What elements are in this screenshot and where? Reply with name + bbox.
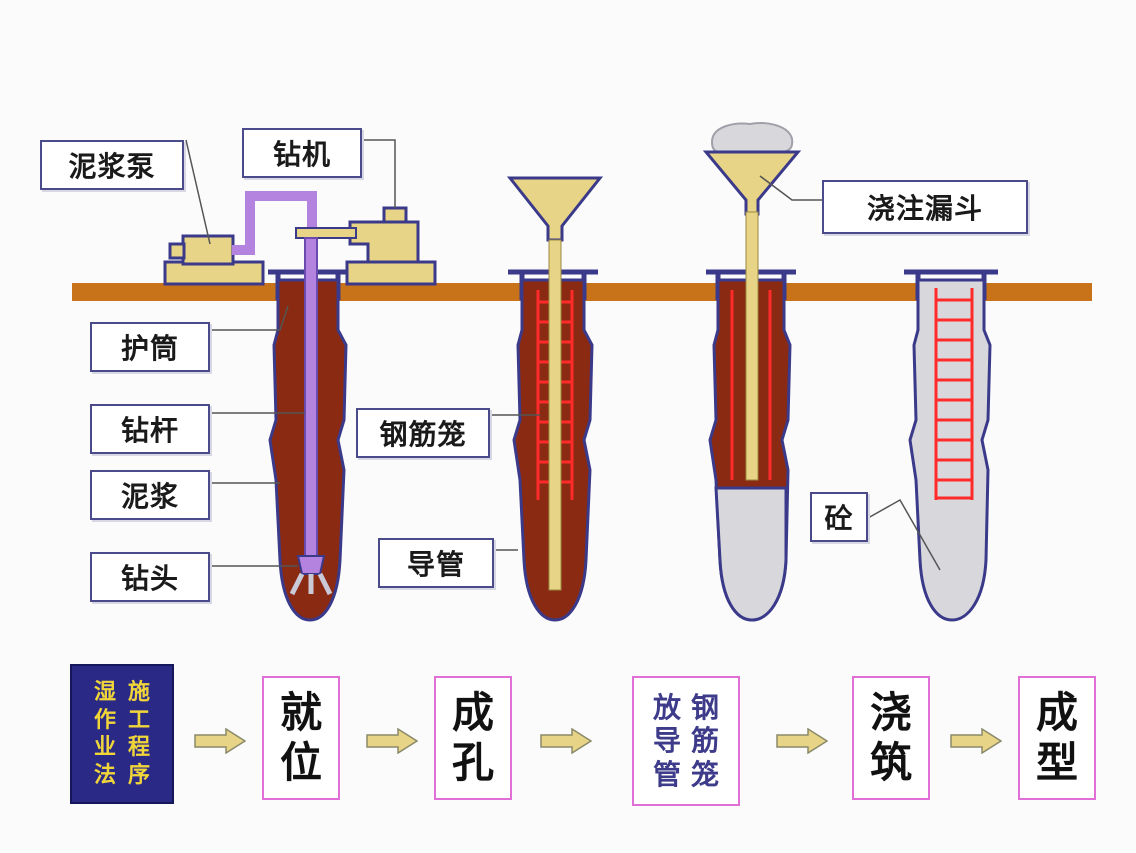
flow-step-char: 型 bbox=[1035, 738, 1078, 787]
label-mud: 泥浆 bbox=[90, 470, 210, 520]
flow-title: 湿 作 业 法 施 工 程 序 bbox=[70, 664, 174, 804]
label-casing: 护筒 bbox=[90, 322, 210, 372]
flow-title-char: 业 bbox=[93, 734, 116, 760]
flow-step-drill-hole: 成 孔 bbox=[434, 676, 512, 800]
right-arrow-icon bbox=[776, 728, 828, 754]
drill-rod bbox=[304, 237, 318, 559]
mud-pump-nozzle bbox=[168, 242, 186, 260]
funnel-3 bbox=[702, 150, 802, 216]
flow-title-char: 湿 bbox=[93, 679, 116, 705]
flow-title-char: 施 bbox=[128, 679, 151, 705]
flow-step-pour: 浇 筑 bbox=[852, 676, 930, 800]
flow-step-col-right: 钢 筋 笼 bbox=[691, 691, 719, 790]
right-arrow-icon bbox=[366, 728, 418, 754]
leader-lines bbox=[185, 139, 941, 571]
label-concrete: 砼 bbox=[810, 492, 868, 542]
flow-step-position: 就 位 bbox=[262, 676, 340, 800]
pile-4 bbox=[908, 278, 992, 622]
flow-step-char: 孔 bbox=[451, 738, 494, 787]
concrete-fill-3 bbox=[714, 486, 788, 622]
flow-title-char: 程 bbox=[128, 734, 151, 760]
right-arrow-icon bbox=[540, 728, 592, 754]
drill-bit bbox=[296, 555, 326, 575]
right-arrow-icon bbox=[950, 728, 1002, 754]
rebar-cage-3 bbox=[730, 290, 772, 480]
flow-title-char: 序 bbox=[128, 761, 151, 788]
label-drill-rig: 钻机 bbox=[242, 128, 362, 178]
flow-title-col-left: 湿 作 业 法 bbox=[94, 679, 116, 789]
label-mud-pump: 泥浆泵 bbox=[40, 140, 184, 190]
mud-pipe bbox=[232, 191, 317, 255]
rebar-cage-4 bbox=[934, 288, 974, 500]
label-rebar-cage: 钢筋笼 bbox=[356, 408, 490, 458]
flow-step-place-conduit-rebar: 放 导 管 钢 筋 笼 bbox=[632, 676, 740, 806]
right-arrow-icon bbox=[194, 728, 246, 754]
flow-step-char: 成 bbox=[451, 687, 494, 737]
label-pour-funnel: 浇注漏斗 bbox=[822, 180, 1028, 234]
drill-rig-arm bbox=[295, 227, 357, 239]
concrete-mound bbox=[710, 122, 794, 153]
funnel-2 bbox=[506, 176, 604, 242]
flow-title-char: 作 bbox=[93, 706, 116, 733]
conduit-2 bbox=[548, 239, 562, 591]
drill-rig-body bbox=[348, 220, 420, 264]
flow-step-char: 放 bbox=[652, 691, 681, 725]
label-drill-bit: 钻头 bbox=[90, 552, 210, 602]
label-conduit: 导管 bbox=[378, 538, 494, 588]
flow-step-char: 成 bbox=[1035, 687, 1078, 737]
flow-step-char: 就 bbox=[279, 687, 322, 737]
flow-step-char: 钢 bbox=[691, 691, 720, 725]
flow-step-char: 筋 bbox=[691, 724, 720, 758]
conduit-3 bbox=[745, 211, 759, 481]
flow-title-char: 法 bbox=[93, 761, 116, 788]
drill-rig-top bbox=[382, 206, 408, 224]
drill-bit-teeth bbox=[289, 572, 333, 596]
drill-rig-base bbox=[345, 260, 437, 286]
flow-step-col-left: 放 导 管 bbox=[653, 691, 681, 790]
flow-step-char: 笼 bbox=[691, 757, 720, 791]
flow-step-char: 管 bbox=[652, 757, 681, 791]
flow-step-formed: 成 型 bbox=[1018, 676, 1096, 800]
flow-title-col-right: 施 工 程 序 bbox=[128, 679, 150, 789]
flow-step-char: 位 bbox=[279, 738, 322, 787]
flow-step-char: 筑 bbox=[869, 738, 912, 787]
flow-title-char: 工 bbox=[128, 706, 151, 733]
mud-pump-body bbox=[181, 234, 235, 266]
label-drill-rod: 钻杆 bbox=[90, 404, 210, 454]
flow-step-char: 导 bbox=[652, 724, 681, 758]
flow-step-char: 浇 bbox=[869, 687, 912, 737]
